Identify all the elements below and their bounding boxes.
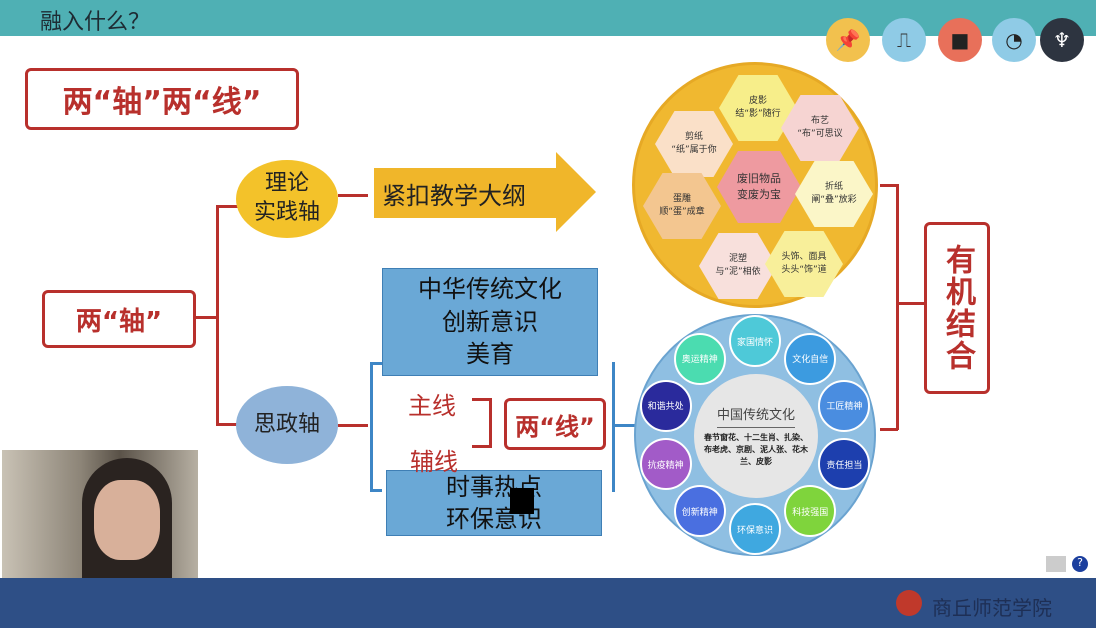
bracket — [896, 184, 899, 430]
aux-line-label: 辅线 — [410, 448, 458, 476]
hex-cell: 泥塑与“泥”相依 — [699, 233, 777, 299]
hex-text: 皮影 — [748, 95, 767, 106]
hex-cell: 折纸阐“叠”放彩 — [795, 161, 873, 227]
arrow-head — [556, 152, 596, 232]
school-name: 商丘师范学院 — [932, 596, 1052, 620]
connector — [216, 205, 238, 208]
redaction-block — [510, 488, 534, 514]
hex-cell: 剪纸 “纸”属于你 — [655, 111, 733, 177]
honeycomb-circle: 废旧物品变废为宝 皮影结“影”随行 布艺 “布”可思议 剪纸 “纸”属于你 折纸阐“… — [632, 62, 878, 308]
culture-value-circle: 文化自信 — [784, 332, 837, 385]
presenter-face — [94, 480, 160, 560]
connector — [196, 316, 218, 319]
hex-cell: 布艺 “布”可思议 — [781, 95, 859, 161]
clock-icon[interactable]: ◔ — [992, 18, 1036, 62]
culture-center: 中国传统文化 春节窗花、十二生肖、扎染、布老虎、京剧、泥人张、花木兰、皮影 — [694, 374, 818, 498]
connector — [338, 194, 368, 197]
text-line: 创新意识 — [442, 307, 538, 336]
binder-clip-icon[interactable]: ⎍ — [882, 18, 926, 62]
connector — [216, 205, 219, 425]
print-icon[interactable] — [1046, 556, 1066, 572]
organic-combination-box: 有机结合 — [924, 222, 990, 394]
main-line-label: 主线 — [408, 392, 456, 420]
hex-text: 废旧物品 — [737, 171, 781, 185]
text-line: 美育 — [466, 340, 514, 369]
hex-text: 蛋雕 — [672, 193, 691, 204]
briefcase-icon[interactable]: ■ — [938, 18, 982, 62]
bracket — [370, 362, 382, 365]
connector — [216, 423, 238, 426]
two-lines-box: 两“线” — [504, 398, 606, 450]
blue-box-top: 中华传统文化 创新意识 美育 — [382, 268, 598, 376]
hex-cell: 头饰、面具头头“饰”道 — [765, 231, 843, 297]
culture-value-circle: 家国情怀 — [729, 315, 781, 367]
hex-text: 变废为宝 — [737, 188, 781, 201]
bracket — [880, 184, 898, 187]
culture-value-circle: 奥运精神 — [673, 332, 726, 385]
hex-cell: 蛋雕顺“蛋”成章 — [643, 173, 721, 239]
connector — [612, 424, 636, 427]
blue-box-bottom: 时事热点 环保意识 — [386, 470, 602, 536]
bracket — [370, 362, 373, 492]
culture-value-circle: 抗疫精神 — [639, 438, 692, 491]
culture-value-circle: 创新精神 — [673, 485, 726, 538]
heading-box: 两“轴”两“线” — [25, 68, 299, 130]
ideology-axis: 思政轴 — [236, 386, 338, 464]
theory-practice-axis: 理论 实践轴 — [236, 160, 338, 238]
hex-text: 剪纸 — [684, 131, 703, 142]
hex-text: 顺“蛋”成章 — [659, 207, 705, 217]
text-line: 中华传统文化 — [418, 275, 562, 304]
two-axes-box: 两“轴” — [42, 290, 196, 348]
bracket-red — [472, 398, 492, 448]
culture-value-circle: 和谐共处 — [639, 379, 692, 432]
hex-text: 头头“饰”道 — [781, 265, 827, 275]
culture-title: 中国传统文化 — [716, 404, 795, 428]
hex-text: 与“泥”相依 — [715, 267, 761, 277]
slide-title: 融入什么？ — [40, 10, 151, 35]
hex-center: 废旧物品变废为宝 — [717, 151, 801, 223]
school-logo — [896, 590, 922, 616]
hex-text: 阐“叠”放彩 — [811, 195, 857, 205]
cactus-icon[interactable]: ♆ — [1040, 18, 1084, 62]
hex-text: 头饰、面具 — [781, 251, 827, 262]
bracket — [612, 362, 615, 492]
hex-text: “纸”属于你 — [671, 145, 717, 155]
hex-text: 折纸 — [824, 181, 843, 192]
culture-value-circle: 科技强国 — [784, 485, 837, 538]
bracket — [880, 428, 898, 431]
hex-text: 泥塑 — [728, 253, 747, 264]
top-bar — [0, 0, 1096, 36]
pushpin-icon[interactable]: 📌 — [826, 18, 870, 62]
hex-text: 结“影”随行 — [735, 109, 781, 119]
bracket — [370, 489, 382, 492]
help-icon[interactable]: ? — [1072, 556, 1088, 572]
culture-value-circle: 环保意识 — [729, 503, 781, 555]
connector — [896, 302, 924, 305]
connector — [338, 424, 368, 427]
culture-desc: 春节窗花、十二生肖、扎染、布老虎、京剧、泥人张、花木兰、皮影 — [704, 433, 808, 466]
hex-text: 布艺 — [810, 115, 829, 126]
culture-value-circle: 责任担当 — [818, 438, 871, 491]
arrow-label: 紧扣教学大纲 — [374, 168, 568, 218]
culture-value-circle: 工匠精神 — [818, 379, 871, 432]
webcam-video[interactable] — [0, 448, 200, 592]
hex-text: “布”可思议 — [797, 129, 843, 139]
